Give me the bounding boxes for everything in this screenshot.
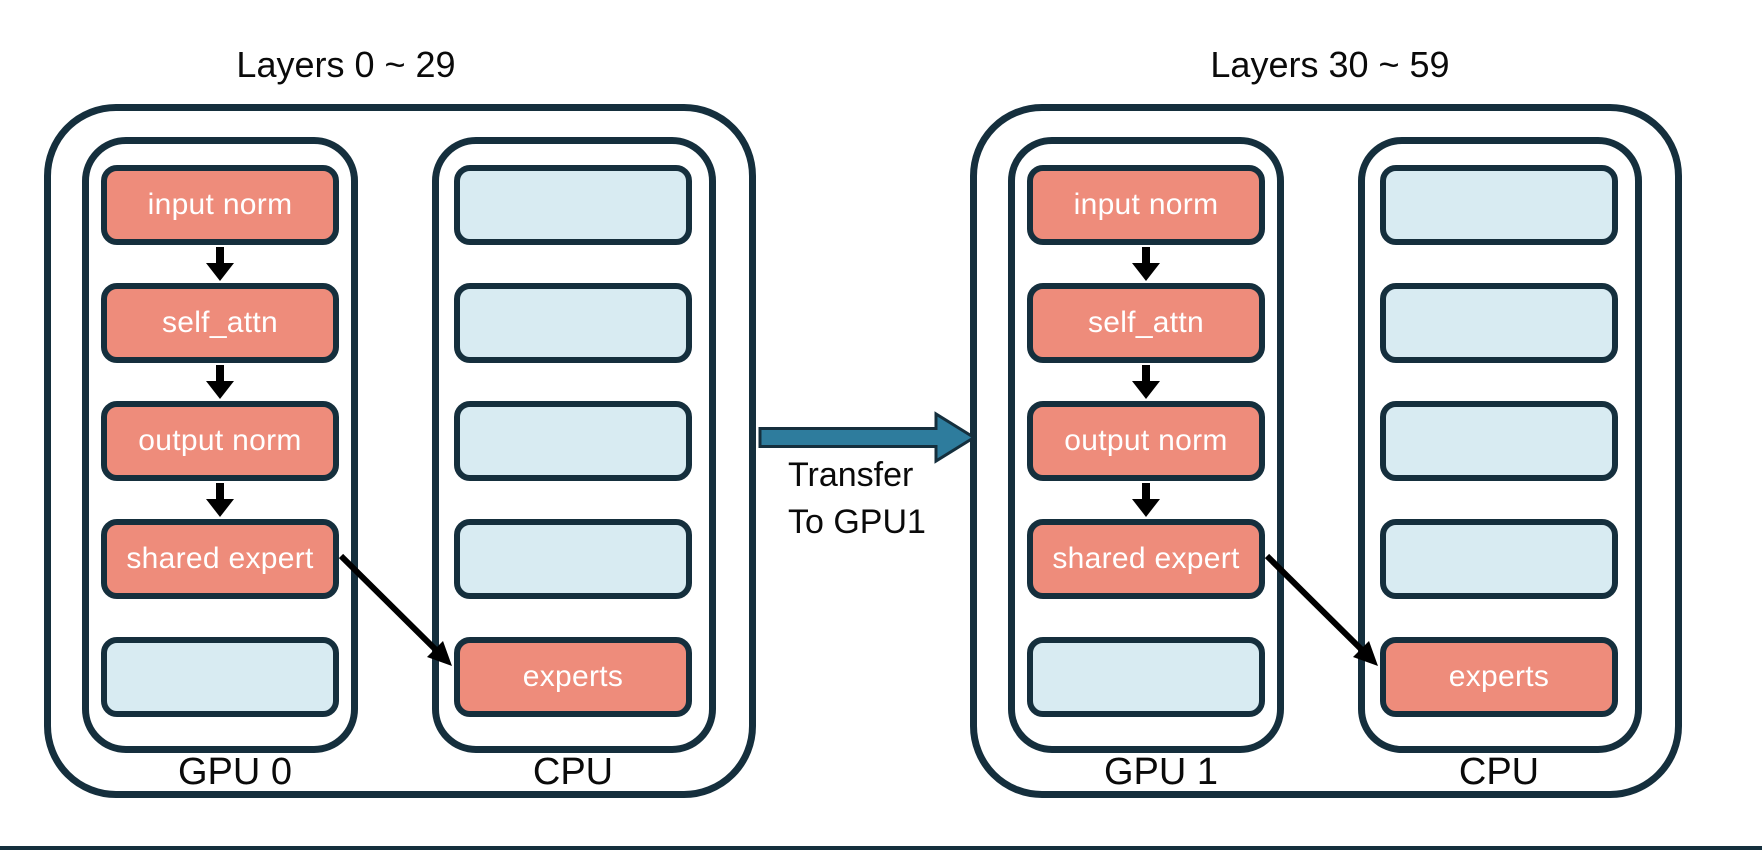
- right-cpu-empty-slot-4: [1380, 519, 1618, 599]
- left-gpu-input-norm-box: input norm: [101, 165, 339, 245]
- right-cpu-label: CPU: [1458, 751, 1540, 793]
- right-gpu-output-norm-label: output norm: [1064, 424, 1228, 457]
- right-cpu-empty-slot-2: [1380, 283, 1618, 363]
- left-cpu-empty-slot-1: [454, 165, 692, 245]
- left-gpu-shared-expert-label: shared expert: [126, 542, 314, 575]
- right-gpu-shared-expert-label: shared expert: [1052, 542, 1240, 575]
- left-gpu-self-attn-box: self_attn: [101, 283, 339, 363]
- right-gpu-self-attn-label: self_attn: [1087, 306, 1205, 339]
- right-cpu-empty-slot-1: [1380, 165, 1618, 245]
- right-group-title: Layers 30 ~ 59: [1210, 44, 1450, 85]
- bottom-edge-bar: [0, 846, 1762, 850]
- left-gpu-label: GPU 0: [177, 751, 293, 793]
- transfer-caption-line2: To GPU1: [788, 503, 926, 541]
- right-gpu-empty-slot: [1027, 637, 1265, 717]
- left-gpu-shared-expert-box: shared expert: [101, 519, 339, 599]
- right-gpu-label: GPU 1: [1103, 751, 1219, 793]
- left-gpu-input-norm-label: input norm: [147, 188, 293, 221]
- left-gpu-output-norm-label: output norm: [138, 424, 302, 457]
- left-cpu-experts-label: experts: [522, 660, 624, 693]
- left-cpu-label: CPU: [532, 751, 614, 793]
- right-gpu-input-norm-label: input norm: [1073, 188, 1219, 221]
- right-gpu-output-norm-box: output norm: [1027, 401, 1265, 481]
- right-cpu-experts-label: experts: [1448, 660, 1550, 693]
- left-cpu-empty-slot-3: [454, 401, 692, 481]
- left-gpu-empty-slot: [101, 637, 339, 717]
- left-cpu-experts-box: experts: [454, 637, 692, 717]
- left-gpu-self-attn-label: self_attn: [161, 306, 279, 339]
- left-gpu-output-norm-box: output norm: [101, 401, 339, 481]
- left-cpu-empty-slot-4: [454, 519, 692, 599]
- left-group-title: Layers 0 ~ 29: [236, 44, 456, 85]
- right-cpu-empty-slot-3: [1380, 401, 1618, 481]
- transfer-arrow-caption: Transfer To GPU1: [788, 452, 926, 546]
- right-gpu-shared-expert-box: shared expert: [1027, 519, 1265, 599]
- right-cpu-experts-box: experts: [1380, 637, 1618, 717]
- right-gpu-input-norm-box: input norm: [1027, 165, 1265, 245]
- left-cpu-empty-slot-2: [454, 283, 692, 363]
- right-gpu-self-attn-box: self_attn: [1027, 283, 1265, 363]
- transfer-caption-line1: Transfer: [788, 456, 914, 494]
